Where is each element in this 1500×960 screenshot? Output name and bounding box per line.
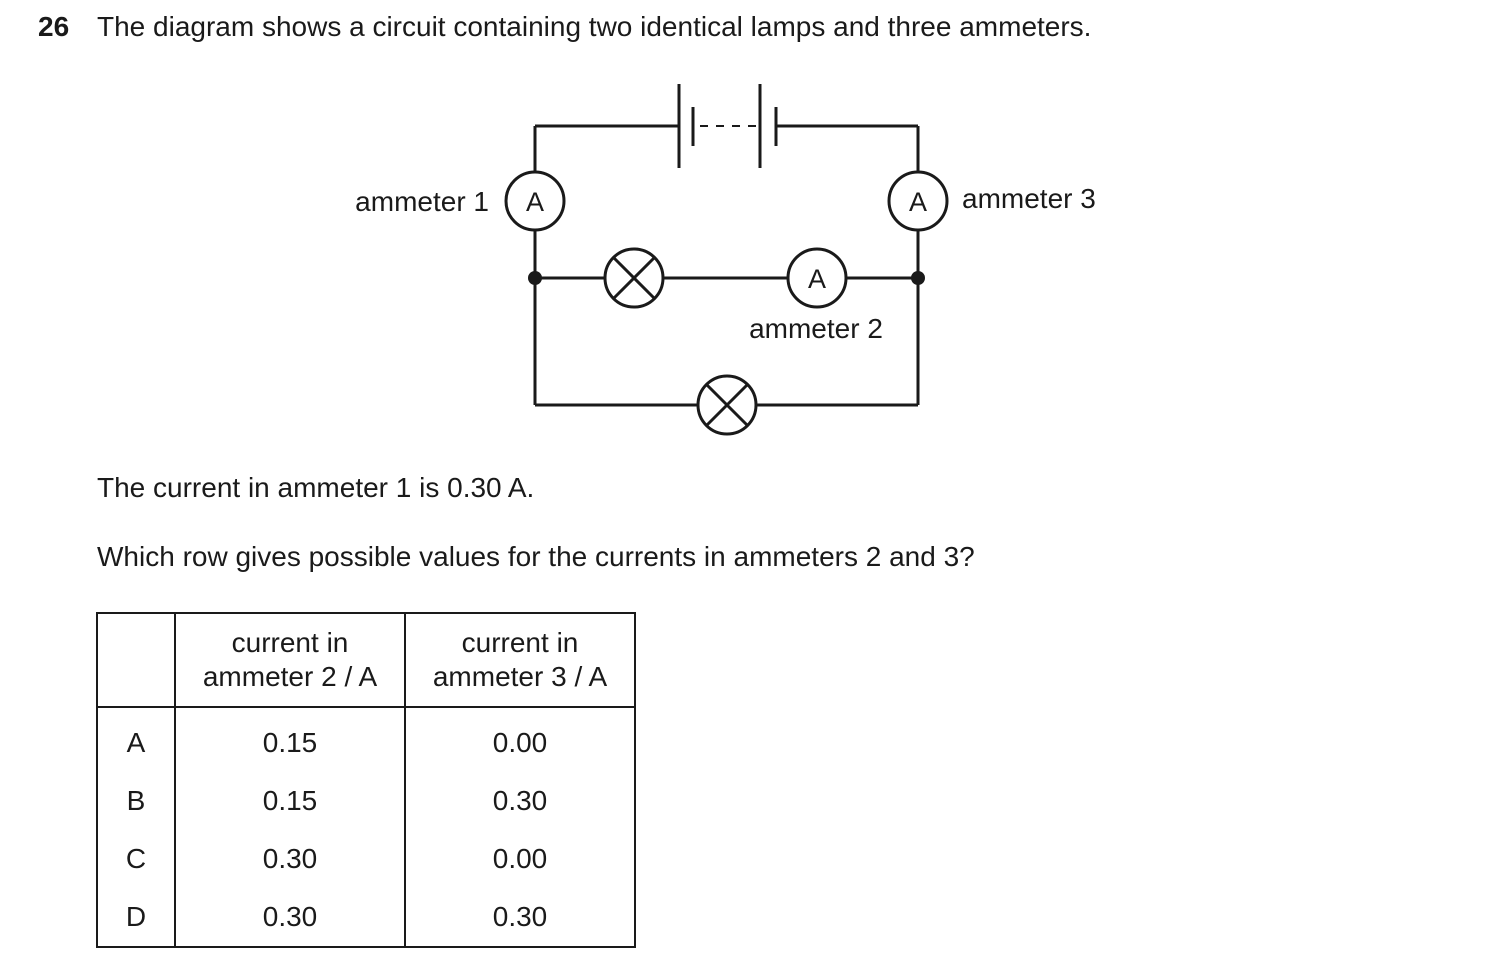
ammeter-3-value: 0.30 [404, 772, 636, 830]
header-ammeter-2-line2: ammeter 2 / A [202, 661, 378, 692]
ammeter-3-icon [887, 170, 949, 232]
table-row[interactable]: B 0.15 0.30 [96, 772, 636, 830]
ammeter-2-value: 0.30 [174, 830, 406, 888]
question-number: 26 [38, 11, 70, 42]
junction-right [911, 271, 925, 285]
ammeter-2-value: 0.30 [174, 888, 406, 948]
ammeter-2-symbol: A [808, 264, 826, 294]
ammeter-3-value: 0.00 [404, 707, 636, 772]
lamp-1-icon [603, 247, 665, 309]
ammeter-2-value: 0.15 [174, 772, 406, 830]
table-row[interactable]: C 0.30 0.00 [96, 830, 636, 888]
ammeter-3-value: 0.30 [404, 888, 636, 948]
ammeter-2-label: ammeter 2 [749, 313, 883, 344]
option-key: B [96, 772, 176, 830]
option-key: D [96, 888, 176, 948]
header-ammeter-2: current in ammeter 2 / A [174, 612, 406, 708]
table-row[interactable]: A 0.15 0.00 [96, 707, 636, 772]
ammeter-2-icon [786, 247, 848, 309]
option-key: C [96, 830, 176, 888]
table-header-row: current in ammeter 2 / A current in amme… [96, 612, 636, 708]
header-key-cell [96, 612, 176, 708]
answer-table: current in ammeter 2 / A current in amme… [96, 612, 636, 948]
junction-left [528, 271, 542, 285]
option-key: A [96, 707, 176, 772]
ammeter-3-symbol: A [909, 187, 927, 217]
header-ammeter-3-line1: current in [461, 627, 579, 658]
ammeter-3-label: ammeter 3 [962, 183, 1096, 214]
header-ammeter-3-line2: ammeter 3 / A [432, 661, 608, 692]
header-ammeter-2-line1: current in [231, 627, 349, 658]
ammeter-1-symbol: A [526, 187, 544, 217]
question-text: The diagram shows a circuit containing t… [97, 11, 1092, 42]
header-ammeter-3: current in ammeter 3 / A [404, 612, 636, 708]
ammeter-3-value: 0.00 [404, 830, 636, 888]
table-row[interactable]: D 0.30 0.30 [96, 888, 636, 948]
ammeter-2-value: 0.15 [174, 707, 406, 772]
ammeter-1-icon [504, 170, 566, 232]
question-prompt: Which row gives possible values for the … [97, 541, 975, 572]
given-statement: The current in ammeter 1 is 0.30 A. [97, 472, 535, 503]
ammeter-1-label: ammeter 1 [355, 186, 489, 217]
battery-icon [677, 84, 778, 168]
lamp-2-icon [696, 374, 758, 436]
